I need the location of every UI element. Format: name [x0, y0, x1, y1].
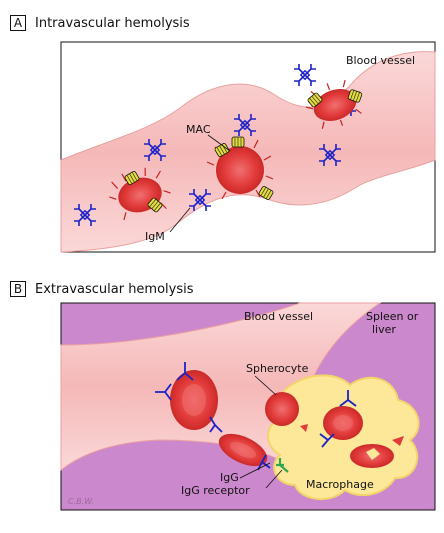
igm-antibody — [333, 93, 357, 117]
igg-receptor-label: IgG receptor — [181, 484, 250, 497]
macrophage-label: Macrophage — [306, 478, 374, 491]
igm-label: IgM — [145, 230, 165, 243]
blood-vessel-b-label: Blood vessel — [244, 310, 313, 323]
igm-antibody — [188, 188, 212, 212]
igm-antibody — [233, 113, 257, 137]
red-blood-cell — [170, 370, 218, 430]
igm-antibody — [293, 63, 317, 87]
spleen-label-line1: Spleen or — [366, 310, 419, 323]
red-blood-cell — [323, 406, 363, 440]
blood-vessel-a — [60, 51, 436, 253]
red-blood-cell — [218, 433, 268, 467]
igg-receptor — [276, 458, 289, 473]
panel-b-header: B Extravascular hemolysis — [10, 281, 194, 297]
panel-a-border — [60, 41, 436, 253]
mac-complex — [146, 196, 164, 214]
red-blood-cell-fragments — [350, 444, 394, 468]
panel-b-letter: B — [10, 281, 26, 297]
igm-antibody — [318, 143, 342, 167]
spleen-label-line2: liver — [372, 323, 396, 336]
panel-a-letter: A — [10, 15, 26, 31]
spherocyte — [265, 392, 299, 426]
rbc-fragment — [392, 436, 404, 446]
rbc-fragment — [300, 424, 308, 432]
panel-a-header: A Intravascular hemolysis — [10, 15, 190, 31]
panel-a-title: Intravascular hemolysis — [35, 15, 190, 31]
blood-vessel-b — [60, 302, 382, 472]
igg-label: IgG — [220, 471, 239, 484]
igg-antibody — [155, 362, 357, 471]
mac-complex — [306, 91, 324, 109]
mac-complex — [257, 185, 275, 201]
signature: C.B.W. — [68, 497, 94, 506]
blood-vessel-a-label: Blood vessel — [346, 54, 415, 67]
mac-complex — [213, 142, 231, 158]
red-blood-cell — [206, 138, 274, 200]
panel-b-border — [60, 302, 436, 511]
panel-b-title: Extravascular hemolysis — [35, 281, 194, 297]
red-blood-cell — [305, 79, 362, 129]
macrophage — [267, 374, 420, 501]
red-blood-cell — [109, 167, 171, 221]
mac-complex — [123, 170, 141, 186]
igm-antibody — [73, 203, 97, 227]
spherocyte-label: Spherocyte — [246, 362, 309, 375]
mac-label: MAC — [186, 123, 211, 136]
mac-complex — [347, 88, 363, 104]
igm-antibody — [143, 138, 167, 162]
mac-complex — [231, 136, 245, 148]
